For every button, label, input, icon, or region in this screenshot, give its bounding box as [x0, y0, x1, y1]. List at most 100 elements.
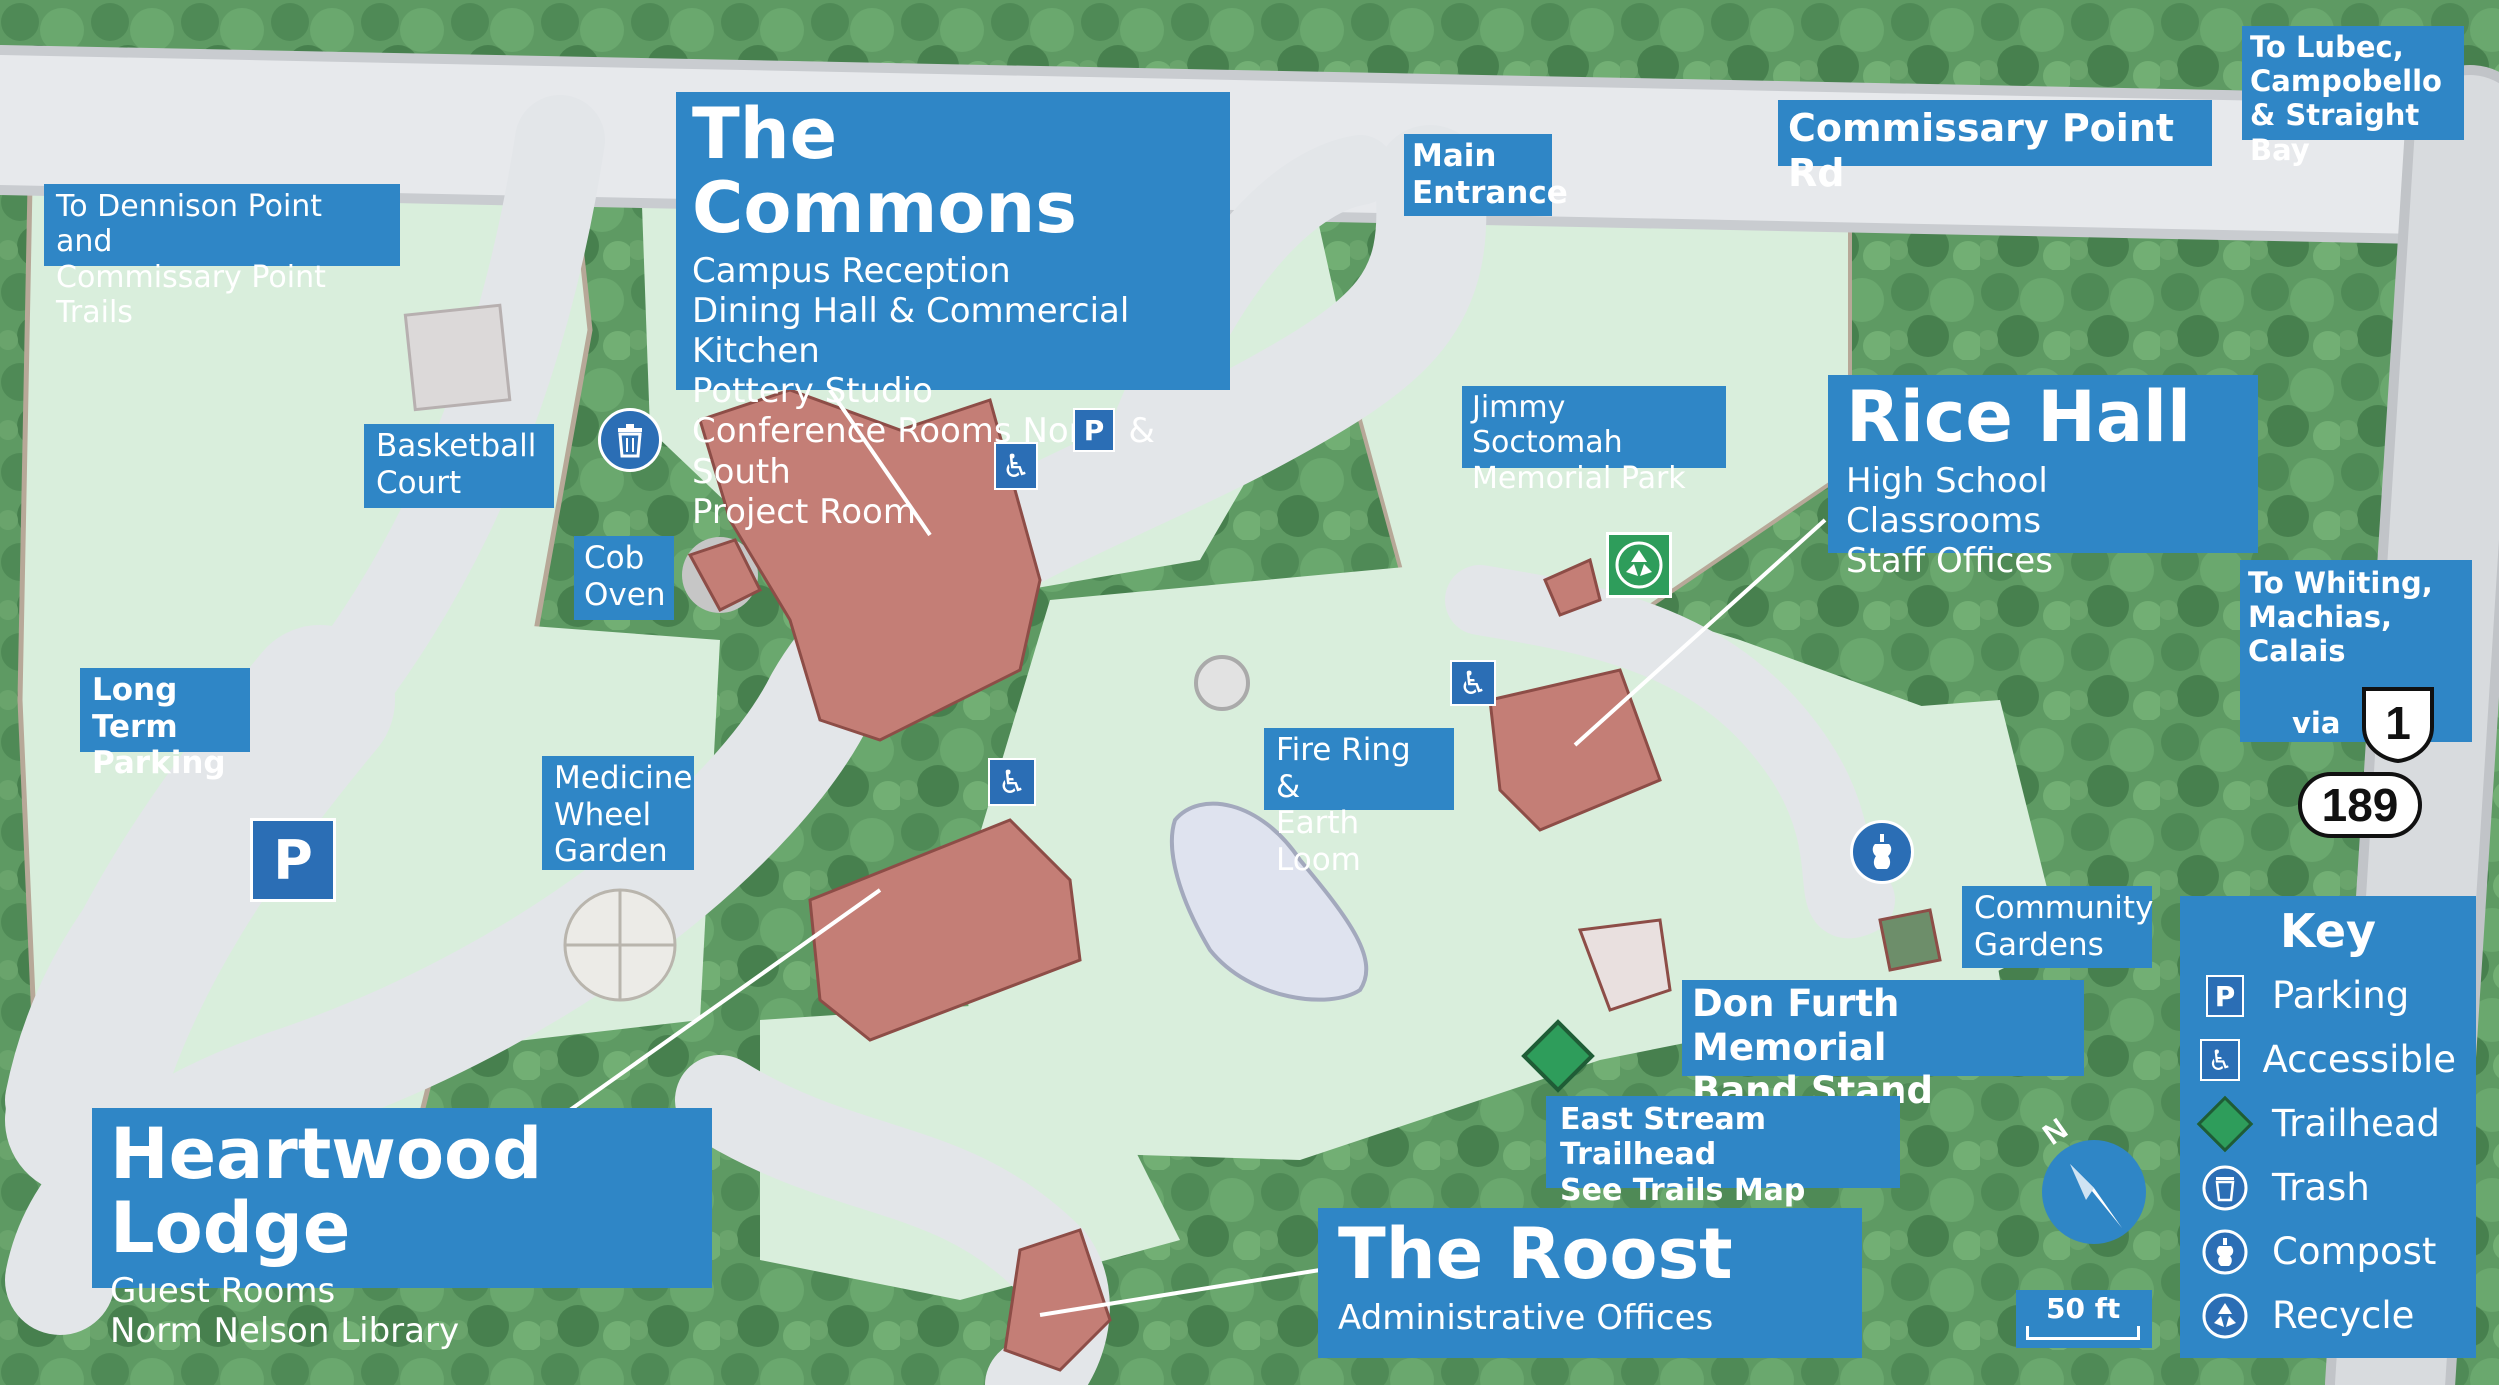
- accessible-icon: ♿: [988, 758, 1036, 806]
- scale-tick: [2026, 1326, 2140, 1340]
- medicine-wheel-line: Wheel: [554, 796, 652, 833]
- accessible-icon: ♿: [1450, 660, 1496, 706]
- long-term-line: Long Term: [92, 672, 178, 745]
- to-lubec-line: Campobello: [2250, 64, 2442, 99]
- accessible-icon: ♿: [2200, 1035, 2241, 1085]
- to-lubec-label: To Lubec, Campobello & Straight Bay: [2242, 26, 2464, 167]
- commons-line: Pottery Studio: [692, 371, 933, 412]
- commons-label: The Commons Campus Reception Dining Hall…: [676, 92, 1230, 532]
- key-row-trash: Trash: [2200, 1156, 2456, 1220]
- roost-leader: [1039, 1268, 1321, 1317]
- east-stream-line: See Trails Map: [1560, 1172, 1806, 1208]
- to-lubec-line: To Lubec,: [2250, 30, 2404, 64]
- basketball-line: Basketball: [376, 428, 537, 464]
- to-whiting-label: To Whiting, Machias, Calais via 1: [2240, 560, 2472, 763]
- rice-hall-line: High School Classrooms: [1846, 460, 2048, 541]
- rice-hall-line: Staff Offices: [1846, 540, 2053, 581]
- key-row-parking: P Parking: [2200, 964, 2456, 1028]
- north-letter: N: [2037, 1116, 2074, 1152]
- commons-building: [698, 388, 1042, 742]
- campus-loop: [1445, 565, 1895, 939]
- buildings: [687, 388, 1942, 1372]
- us-route-1-shield-icon: 1: [2362, 686, 2435, 763]
- cob-oven-line: Cob: [584, 540, 645, 576]
- rice-hall-label: Rice Hall High School Classrooms Staff O…: [1828, 375, 2258, 581]
- long-term-lot: [5, 625, 395, 1195]
- jimmy-label: Jimmy Soctomah Memorial Park: [1462, 386, 1726, 496]
- roost-title: The Roost: [1338, 1213, 1733, 1295]
- parking-icon: P: [2200, 971, 2250, 1021]
- key-label: Accessible: [2262, 1038, 2456, 1082]
- cob-oven-building: [687, 538, 763, 612]
- heartwood-line: Guest Rooms: [110, 1271, 336, 1311]
- community-gardens-line: Gardens: [1974, 926, 2104, 963]
- east-stream-label: East Stream Trailhead See Trails Map: [1546, 1096, 1900, 1208]
- rice-hall-building: [1488, 668, 1662, 832]
- compost-icon: [2200, 1227, 2250, 1277]
- main-entrance-label: Main Entrance: [1404, 134, 1568, 216]
- cob-oven-line: Oven: [584, 576, 666, 613]
- heartwood-title: Heartwood Lodge: [110, 1113, 543, 1269]
- medicine-wheel-line: Medicine: [554, 760, 693, 796]
- roost-line: Administrative Offices: [1338, 1297, 1714, 1338]
- to-dennison-label: To Dennison Point and Commissary Point T…: [44, 184, 400, 330]
- basketball-line: Court: [376, 464, 462, 501]
- key-label: Trailhead: [2272, 1102, 2440, 1146]
- compass-icon: N: [2030, 1112, 2150, 1246]
- parking-icon: P: [1073, 408, 1115, 452]
- heartwood-leader: [568, 888, 882, 1112]
- basketball-label: Basketball Court: [364, 424, 554, 508]
- commons-line: Conference Rooms North & South: [692, 411, 1155, 492]
- leader-lines: [568, 388, 1827, 1317]
- key-row-accessible: ♿ Accessible: [2200, 1028, 2456, 1092]
- fire-ring: [1194, 655, 1250, 711]
- commons-line: Campus Reception: [692, 251, 1011, 291]
- map-key: Key P Parking ♿ Accessible Trailhead Tra…: [2180, 896, 2476, 1358]
- accessible-icon: ♿: [994, 442, 1038, 490]
- trash-icon: [2200, 1163, 2250, 1213]
- heartwood-building: [808, 818, 1082, 1042]
- key-label: Trash: [2272, 1166, 2370, 1210]
- rice-hall-title: Rice Hall: [1846, 376, 2192, 458]
- basketball-court-surface: [403, 303, 512, 412]
- trailhead-icon: [2196, 1095, 2254, 1153]
- to-lubec-line: & Straight Bay: [2250, 98, 2420, 167]
- commons-leader: [828, 388, 932, 537]
- key-label: Parking: [2272, 974, 2410, 1018]
- heartwood-label: Heartwood Lodge Guest Rooms Norm Nelson …: [92, 1108, 712, 1351]
- trash-icon: [598, 408, 662, 472]
- fire-ring-line: Earth Loom: [1276, 805, 1361, 878]
- commons-line: Project Room: [692, 491, 916, 532]
- long-term-label: Long Term Parking: [80, 668, 250, 781]
- to-whiting-line: To Whiting,: [2248, 566, 2433, 600]
- cob-oven-label: Cob Oven: [574, 536, 674, 620]
- recycle-icon: [2200, 1291, 2250, 1341]
- east-stream-line: East Stream Trailhead: [1560, 1102, 1766, 1173]
- compost-icon: [1850, 820, 1914, 884]
- community-garden-shed: [1878, 908, 1942, 972]
- community-gardens-line: Community: [1974, 890, 2154, 926]
- parking-letter: P: [273, 828, 313, 892]
- scale-text: 50 ft: [2046, 1292, 2121, 1325]
- parking-letter: P: [1083, 413, 1105, 447]
- pond: [1170, 801, 1369, 1002]
- scale-bar: 50 ft: [2016, 1290, 2152, 1348]
- jimmy-line: Jimmy Soctomah: [1472, 390, 1623, 461]
- to-dennison-line: To Dennison Point and: [56, 189, 323, 260]
- long-term-line: Parking: [92, 745, 226, 782]
- fire-ring-label: Fire Ring & Earth Loom: [1264, 728, 1454, 878]
- key-title: Key: [2279, 904, 2377, 958]
- roost-label: The Roost Administrative Offices: [1318, 1208, 1862, 1358]
- recycle-icon: [1606, 532, 1672, 598]
- route-189-shield-icon: 189: [2298, 772, 2422, 838]
- band-stand-label: Don Furth Memorial Band Stand: [1682, 980, 2084, 1112]
- rice-hall-leader: [1573, 518, 1827, 747]
- key-label: Recycle: [2272, 1294, 2415, 1338]
- band-stand-line: Don Furth Memorial: [1692, 982, 1900, 1069]
- key-row-trailhead: Trailhead: [2196, 1092, 2456, 1156]
- main-entrance-line: Main: [1412, 138, 1497, 174]
- jimmy-line: Memorial Park: [1472, 460, 1686, 496]
- long-term-parking-icon: P: [250, 818, 336, 902]
- to-dennison-line: Commissary Point Trails: [56, 259, 326, 331]
